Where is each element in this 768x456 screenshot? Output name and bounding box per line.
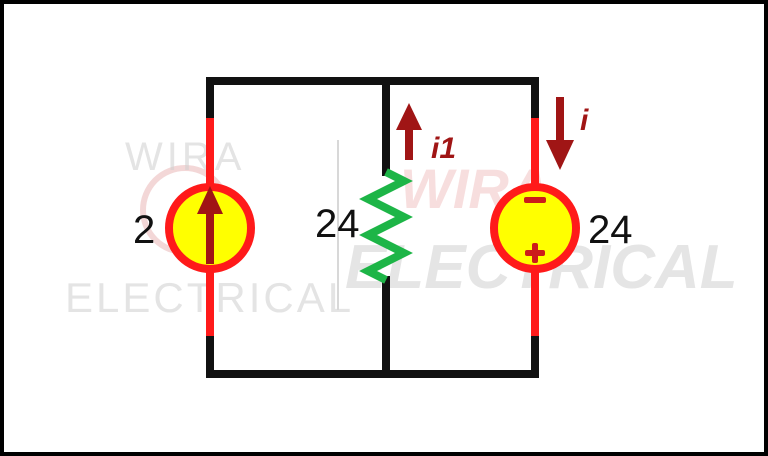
watermark-wira: WIRA <box>125 135 245 179</box>
resistor-value: 24 <box>315 202 360 246</box>
i1-label: i1 <box>431 132 456 165</box>
i-arrow-head-icon <box>546 140 574 170</box>
i-label: i <box>580 104 589 137</box>
current-source-value: 2 <box>133 208 155 252</box>
voltage-source-minus-icon <box>524 197 546 203</box>
current-i1: i1 <box>396 103 456 165</box>
voltage-source: 24 <box>490 183 633 273</box>
resistor-zigzag <box>359 168 413 284</box>
i1-subscript: 1 <box>439 132 456 165</box>
wires <box>206 77 539 378</box>
voltage-source-value: 24 <box>588 208 633 252</box>
current-source: 2 <box>133 183 255 273</box>
resistor: 24 <box>315 168 413 284</box>
voltage-source-body <box>490 183 580 273</box>
leads <box>206 118 539 336</box>
voltage-source-plus-v <box>532 243 538 263</box>
current-source-arrow-head-icon <box>197 186 223 214</box>
current-i: i <box>546 97 589 170</box>
i1-symbol: i <box>431 132 440 165</box>
i1-arrow-head-icon <box>396 103 422 130</box>
